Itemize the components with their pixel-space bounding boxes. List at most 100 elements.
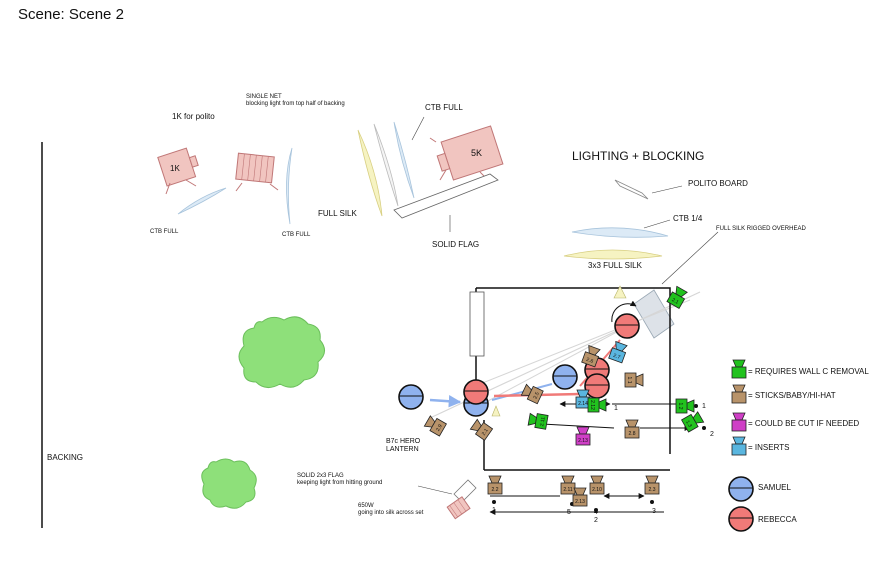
camera-setup-label: 2.14 <box>578 401 588 407</box>
mark-label: 1 <box>702 403 706 410</box>
silk-3x3-label: 3x3 FULL SILK <box>588 261 643 270</box>
rebecca-actor <box>463 379 489 405</box>
light-net-fixture <box>235 152 279 192</box>
camera-setup-brown-10: 2.8 <box>624 419 640 439</box>
legend-samuel-label: SAMUEL <box>758 483 791 492</box>
rebecca-actor <box>584 373 610 399</box>
track-lines <box>489 401 691 515</box>
camera-setup-label: 2.6 <box>585 357 594 365</box>
backing-label: BACKING <box>47 453 83 462</box>
light-1k-caption: 1K for polito <box>172 112 215 121</box>
mark-label: 1 <box>614 405 618 412</box>
camera-setup-brown-3: 2.3 <box>644 475 660 495</box>
camera-setup-brown-1: 2.11 <box>560 475 576 495</box>
mark-label: 2 <box>594 517 598 524</box>
mark-label: 4 <box>594 509 598 516</box>
camera-setup-label: 2.7 <box>612 353 621 361</box>
camera-setup-legend-blue <box>731 436 747 456</box>
solid-2x3-flag-label: SOLID 2x3 FLAG <box>297 473 344 479</box>
rebecca-actor <box>614 313 640 339</box>
camera-setup-green-16: 1.3 <box>681 411 705 433</box>
camera-setup-label: 2.5 <box>532 391 540 400</box>
camera-setup-label: 1.2 <box>677 403 683 410</box>
camera-setup-label: 2.1 <box>670 297 679 306</box>
legend: = REQUIRES WALL C REMOVAL = STICKS/BABY/… <box>728 359 869 532</box>
tree-small <box>201 458 257 509</box>
light-650w <box>446 496 471 520</box>
legend-rebecca-label: REBECCA <box>758 515 797 524</box>
lantern-label-2: LANTERN <box>386 446 419 453</box>
camera-setup-green-17: 2.1 <box>666 285 688 309</box>
camera-setup-blue-12: 2.14 <box>575 389 591 409</box>
pointer-up-1 <box>491 405 501 417</box>
single-net-label: SINGLE NET <box>246 94 282 100</box>
camera-setup-label: 2.13 <box>575 499 585 505</box>
camera-setup-brown-5: 2.9 <box>423 415 447 437</box>
ctb-gel-mid <box>286 147 293 225</box>
lantern-label-1: B7c HERO <box>386 438 421 445</box>
camera-setup-legend-magenta <box>731 412 747 432</box>
full-silk-overhead-label: FULL SILK RIGGED OVERHEAD <box>716 226 806 232</box>
light-5k: 5K <box>429 125 504 181</box>
camera-setup-brown-2: 2.10 <box>589 475 605 495</box>
solid-2x3-flag-caption: keeping light from hitting ground <box>297 480 382 486</box>
single-net-caption: blocking light from top half of backing <box>246 101 345 107</box>
legend-brown-label: = STICKS/BABY/HI-HAT <box>748 391 836 400</box>
camera-setup-brown-9: 1.1 <box>624 372 644 388</box>
camera-setup-legend-brown <box>731 384 747 404</box>
camera-setup-brown-4: 2.13 <box>572 487 588 507</box>
ctb-gel-top <box>393 121 415 199</box>
light-1k-label: 1K <box>170 164 180 173</box>
mark-label: 2 <box>710 431 714 438</box>
camera-setup-brown-7: 2.5 <box>520 383 544 405</box>
camera-setup-label: 2.11 <box>539 416 547 426</box>
camera-setup-label: 2.8 <box>629 431 636 437</box>
legend-samuel-icon <box>728 476 754 502</box>
camera-setup-label: 2.1 <box>481 428 490 437</box>
camera-setup-label: 2.12 <box>589 400 595 410</box>
solid-flag <box>393 173 499 219</box>
legend-magenta-label: = COULD BE CUT IF NEEDED <box>748 419 859 428</box>
ctb-full-top-label: CTB FULL <box>425 103 463 112</box>
full-silk-label: FULL SILK <box>318 209 357 218</box>
mark-label: 3 <box>652 508 656 515</box>
camera-setup-blue-11: 2.7 <box>608 340 628 364</box>
actors <box>398 313 640 417</box>
light-650w-label: 650W <box>358 503 374 509</box>
ctb-quarter-label: CTB 1/4 <box>673 214 703 223</box>
camera-setup-green-15: 1.2 <box>675 398 695 414</box>
camera-setup-green-13: 2.11 <box>527 412 549 430</box>
net-scrim <box>373 123 399 207</box>
camera-setup-label: 1.1 <box>626 377 632 384</box>
solid-2x3-flag <box>453 479 477 503</box>
samuel-actor <box>552 364 578 390</box>
camera-setup-brown-8: 2.6 <box>581 344 601 368</box>
camera-setup-label: 1.3 <box>684 419 693 428</box>
camera-setup-label: 2.3 <box>649 487 656 493</box>
light-5k-label: 5K <box>471 148 482 158</box>
full-silk <box>357 129 383 217</box>
tree-large <box>238 316 325 388</box>
legend-rebecca-icon <box>728 506 754 532</box>
camera-setup-label: 2.2 <box>492 487 499 493</box>
ctb-full-mid-label: CTB FULL <box>282 232 311 238</box>
silk-3x3 <box>563 249 663 260</box>
mark-label: 1 <box>492 507 496 514</box>
pointer-up-2 <box>613 285 627 299</box>
mark-label: 5 <box>567 509 571 516</box>
diagram-title: LIGHTING + BLOCKING <box>572 149 704 163</box>
light-650w-caption: going into silk across set <box>358 510 424 516</box>
camera-setup-brown-6: 2.1 <box>469 418 494 441</box>
ctb-full-left-label: CTB FULL <box>150 229 179 235</box>
camera-setup-label: 2.10 <box>592 487 602 493</box>
legend-green-label: = REQUIRES WALL C REMOVAL <box>748 367 869 376</box>
light-1k: 1K <box>157 147 199 195</box>
camera-setup-label: 2.13 <box>578 438 588 444</box>
polito-board <box>614 179 649 200</box>
camera-setup-green-14: 2.12 <box>587 397 607 413</box>
camera-setup-legend-green <box>731 359 747 379</box>
camera-setup-brown-0: 2.2 <box>487 475 503 495</box>
polito-board-label: POLITO BOARD <box>688 179 748 188</box>
